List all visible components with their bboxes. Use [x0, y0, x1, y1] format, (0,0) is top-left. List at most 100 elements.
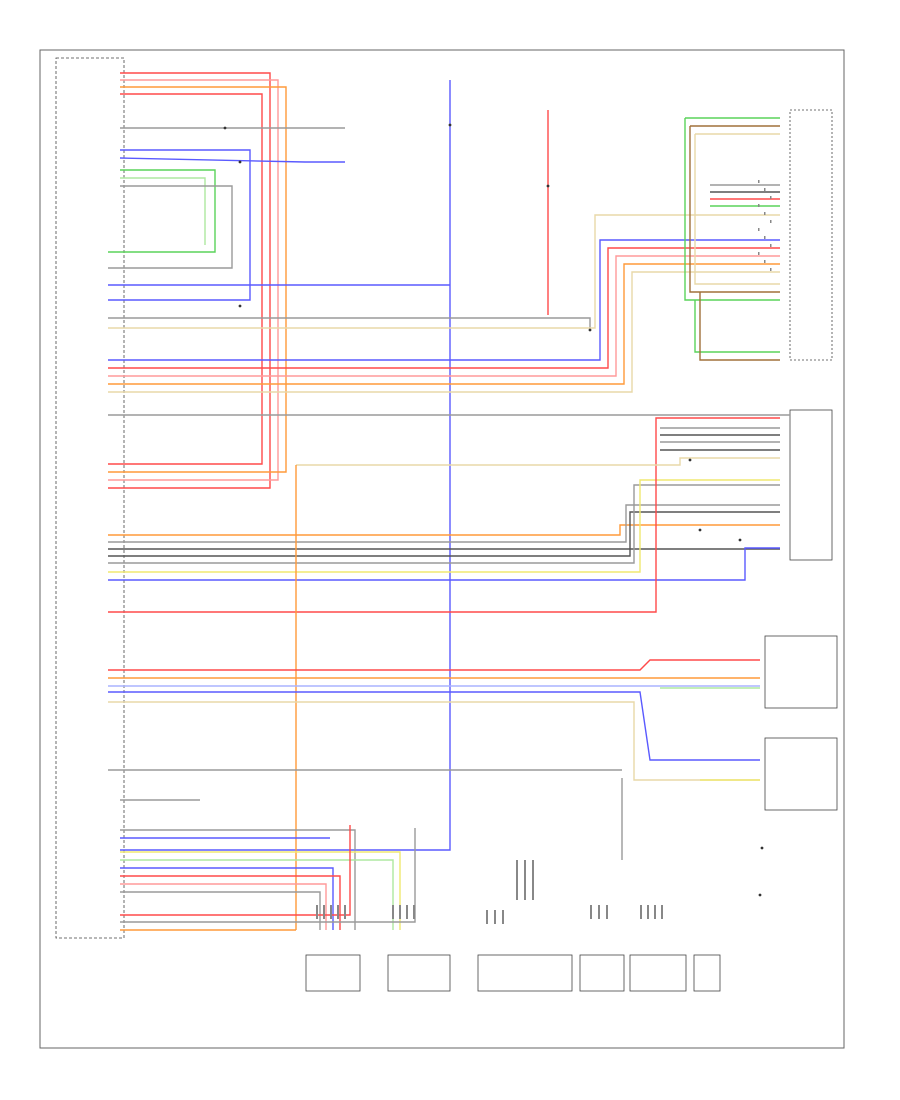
left-front-speaker-box — [764, 737, 838, 811]
wire-tan-spk — [108, 701, 760, 781]
wire-dark-long-2 — [108, 511, 780, 557]
front-audio-unit-box — [789, 109, 833, 361]
ant-pin-0 — [486, 910, 488, 924]
wire-gray-long-2 — [108, 484, 780, 564]
wire-top-red-2 — [108, 93, 263, 465]
fa-pin-11 — [770, 268, 772, 271]
fa-pin-1 — [764, 188, 766, 191]
wire-gray-low-2 — [120, 891, 321, 930]
telephone-transceiver-box — [387, 954, 451, 992]
connector-dot-7 — [698, 528, 702, 532]
wire-orange-long — [108, 524, 780, 536]
nav-pin-4 — [344, 905, 346, 919]
fa-pin-3 — [758, 204, 760, 207]
wire-gray-low-1 — [120, 829, 356, 930]
connector-dot-10 — [758, 893, 762, 897]
nav-pin-3 — [337, 905, 339, 919]
wire-light-green — [120, 177, 206, 245]
wire-tan-mid — [108, 214, 780, 329]
fa-pin-2 — [770, 196, 772, 199]
tel-pin-1 — [399, 905, 401, 919]
wire-fa-loop-green — [684, 118, 780, 301]
wire-fa-green-bot — [694, 300, 780, 353]
connector-dot-4 — [238, 304, 242, 308]
wire-fa-brown-bot — [699, 292, 780, 361]
wire-blue-vertical — [120, 80, 451, 851]
wire-gray-cluster — [108, 185, 233, 269]
connector-dot-1 — [448, 123, 452, 127]
wire-blue-top — [108, 149, 251, 301]
rt-pin-1 — [647, 905, 649, 919]
wire-gray-mid — [108, 317, 591, 330]
connector-dot-9 — [760, 846, 764, 850]
marks-layer — [223, 123, 772, 924]
antenna-box — [477, 954, 573, 992]
wire-tan-ra — [296, 457, 780, 466]
wire-pink-low — [120, 883, 327, 930]
tel-pin-3 — [413, 905, 415, 919]
diagram-frame — [39, 49, 845, 1049]
wires-layer — [108, 72, 790, 931]
wire-gray-long-1 — [108, 504, 780, 543]
wire-blue-top-2 — [119, 157, 345, 163]
wire-blue-low-2 — [120, 867, 334, 930]
wire-red-spk-1 — [108, 659, 760, 671]
wire-yellow-low — [120, 851, 401, 930]
wire-blue-spk — [108, 691, 760, 761]
ant-pin-1 — [494, 910, 496, 924]
wire-top-red-1 — [108, 72, 271, 489]
wire-pink-fa — [108, 255, 780, 377]
navigation-unit-box — [305, 954, 361, 992]
ant-pin-b-2 — [532, 860, 534, 900]
ant-pin-b-0 — [516, 860, 518, 900]
wire-green-top — [108, 169, 216, 253]
wire-red-long — [108, 417, 780, 613]
wire-top-pink-1 — [108, 79, 279, 481]
wire-red-low-2 — [120, 825, 351, 916]
fa-pin-10 — [764, 260, 766, 263]
wire-gray-low-3 — [120, 828, 416, 923]
connector-dot-5 — [588, 328, 592, 332]
ant-pin-2 — [502, 910, 504, 924]
wire-fa-loop-brown — [689, 126, 780, 293]
nav-pin-0 — [316, 905, 318, 919]
wire-tan-fa — [108, 271, 780, 393]
radio-pin-2 — [606, 905, 608, 919]
fa-pin-5 — [770, 220, 772, 223]
rt-pin-2 — [654, 905, 656, 919]
nav-pin-2 — [330, 905, 332, 919]
fa-pin-9 — [758, 252, 760, 255]
wire-red-fa — [108, 247, 780, 369]
wire-blue-long — [108, 547, 780, 581]
wire-green-low — [120, 859, 394, 930]
connector-dot-3 — [238, 160, 242, 164]
instrument-cluster-box — [55, 57, 125, 939]
fa-pin-7 — [764, 236, 766, 239]
rt-pin-3 — [661, 905, 663, 919]
rt-pin-0 — [640, 905, 642, 919]
small-connector-box — [693, 954, 721, 992]
wire-yellow-long — [108, 479, 780, 573]
wire-top-orange — [108, 86, 287, 473]
rear-audio-unit-box — [789, 409, 833, 561]
right-front-speaker-box — [764, 635, 838, 709]
connector-dot-8 — [738, 538, 742, 542]
radio-box — [579, 954, 625, 992]
wire-fa-loop-tan — [694, 134, 780, 285]
connector-dot-2 — [223, 126, 227, 130]
fa-pin-4 — [764, 212, 766, 215]
fa-pin-0 — [758, 180, 760, 183]
fa-pin-8 — [770, 244, 772, 247]
tel-pin-0 — [392, 905, 394, 919]
fa-pin-6 — [758, 228, 760, 231]
wire-red-low — [120, 875, 341, 930]
connector-dot-6 — [688, 458, 692, 462]
tel-pin-2 — [406, 905, 408, 919]
radio-pin-1 — [598, 905, 600, 919]
ant-pin-b-1 — [524, 860, 526, 900]
wire-orange-fa — [108, 263, 780, 385]
nav-pin-1 — [323, 905, 325, 919]
radio-telephone-box — [629, 954, 687, 992]
radio-pin-0 — [590, 905, 592, 919]
